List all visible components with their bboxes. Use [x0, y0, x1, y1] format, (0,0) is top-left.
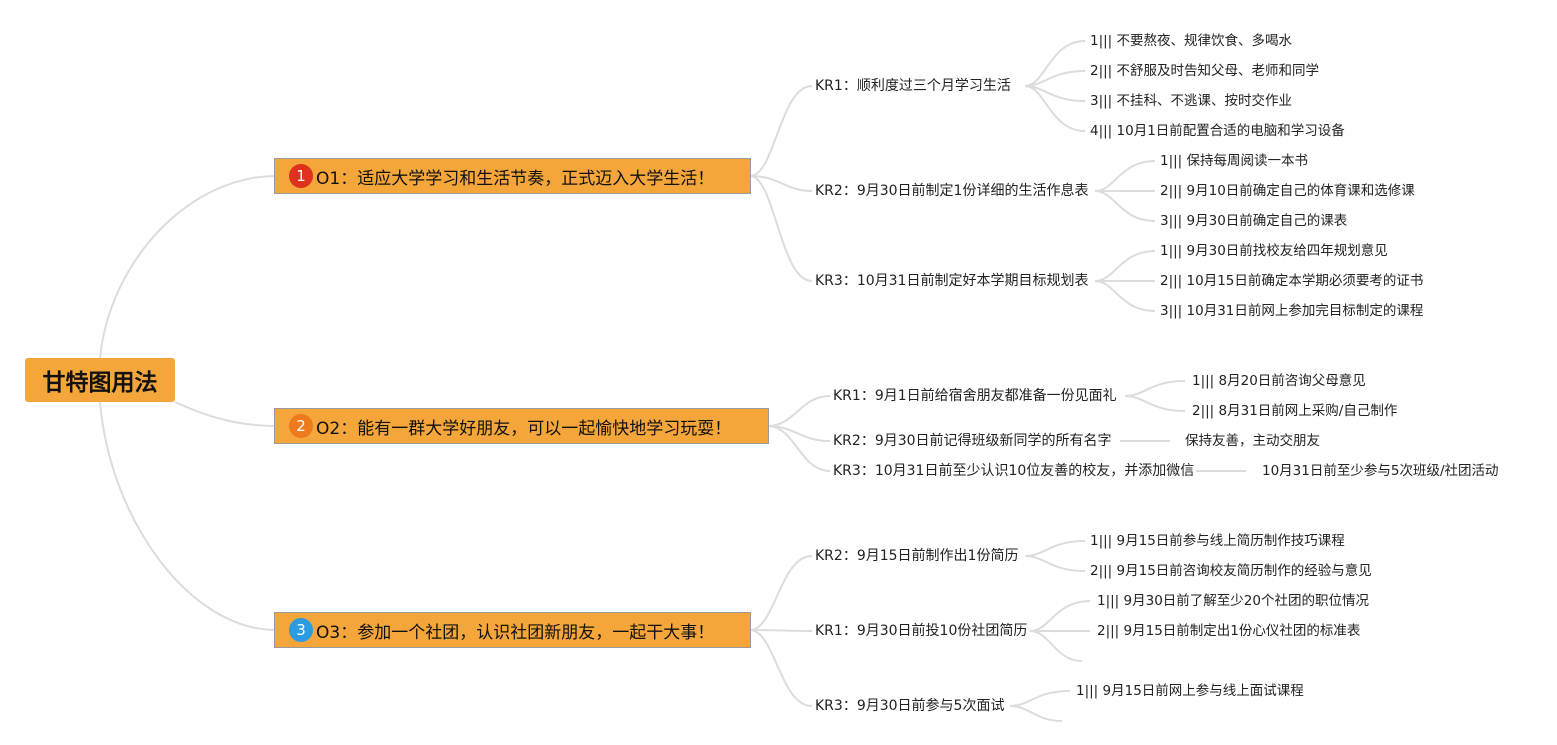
number-badge-icon: 2 [289, 414, 313, 438]
objective-label: O2：能有一群大学好朋友，可以一起愉快地学习玩耍！ [316, 418, 732, 439]
task-item[interactable]: 10月31日前至少参与5次班级/社团活动 [1262, 463, 1499, 479]
root-topic[interactable]: 甘特图用法 [25, 358, 175, 402]
task-item[interactable]: 2||| 10月15日前确定本学期必须要考的证书 [1160, 273, 1424, 289]
objective-o3[interactable]: 3 O3：参加一个社团，认识社团新朋友，一起干大事！ [274, 612, 751, 648]
task-item[interactable]: 1||| 8月20日前咨询父母意见 [1192, 373, 1366, 389]
number-badge-icon: 3 [289, 618, 313, 642]
task-item[interactable]: 1||| 9月30日前找校友给四年规划意见 [1160, 243, 1388, 259]
objective-label: O3：参加一个社团，认识社团新朋友，一起干大事！ [316, 622, 715, 643]
task-item[interactable]: 1||| 9月30日前了解至少20个社团的职位情况 [1097, 593, 1369, 609]
task-item[interactable]: 1||| 9月15日前参与线上简历制作技巧课程 [1090, 533, 1345, 549]
task-item[interactable]: 4||| 10月1日前配置合适的电脑和学习设备 [1090, 123, 1345, 139]
task-item[interactable]: 3||| 不挂科、不逃课、按时交作业 [1090, 93, 1293, 109]
key-result[interactable]: KR1：顺利度过三个月学习生活 [815, 78, 1011, 94]
key-result[interactable]: KR1：9月1日前给宿舍朋友都准备一份见面礼 [833, 388, 1117, 404]
task-item[interactable]: 2||| 不舒服及时告知父母、老师和同学 [1090, 63, 1320, 79]
objective-label: O1：适应大学学习和生活节奏，正式迈入大学生活！ [316, 168, 715, 189]
key-result[interactable]: KR3：9月30日前参与5次面试 [815, 698, 1005, 714]
task-item[interactable]: 保持友善，主动交朋友 [1185, 433, 1320, 449]
objective-o2[interactable]: 2 O2：能有一群大学好朋友，可以一起愉快地学习玩耍！ [274, 408, 769, 444]
task-item[interactable]: 1||| 9月15日前网上参与线上面试课程 [1076, 683, 1304, 699]
key-result[interactable]: KR3：10月31日前至少认识10位友善的校友，并添加微信 [833, 463, 1195, 479]
task-item[interactable]: 3||| 10月31日前网上参加完目标制定的课程 [1160, 303, 1424, 319]
key-result[interactable]: KR2：9月30日前记得班级新同学的所有名字 [833, 433, 1112, 449]
task-item[interactable]: 2||| 9月15日前制定出1份心仪社团的标准表 [1097, 623, 1361, 639]
number-badge-icon: 1 [289, 164, 313, 188]
task-item[interactable]: 2||| 8月31日前网上采购/自己制作 [1192, 403, 1398, 419]
task-item[interactable]: 3||| 9月30日前确定自己的课表 [1160, 213, 1348, 229]
key-result[interactable]: KR1：9月30日前投10份社团简历 [815, 623, 1028, 639]
objective-o1[interactable]: 1 O1：适应大学学习和生活节奏，正式迈入大学生活！ [274, 158, 751, 194]
task-item[interactable]: 1||| 不要熬夜、规律饮食、多喝水 [1090, 33, 1293, 49]
key-result[interactable]: KR2：9月30日前制定1份详细的生活作息表 [815, 183, 1089, 199]
key-result[interactable]: KR2：9月15日前制作出1份简历 [815, 548, 1019, 564]
task-item[interactable]: 1||| 保持每周阅读一本书 [1160, 153, 1309, 169]
key-result[interactable]: KR3：10月31日前制定好本学期目标规划表 [815, 273, 1089, 289]
task-item[interactable]: 2||| 9月15日前咨询校友简历制作的经验与意见 [1090, 563, 1372, 579]
task-item[interactable]: 2||| 9月10日前确定自己的体育课和选修课 [1160, 183, 1415, 199]
